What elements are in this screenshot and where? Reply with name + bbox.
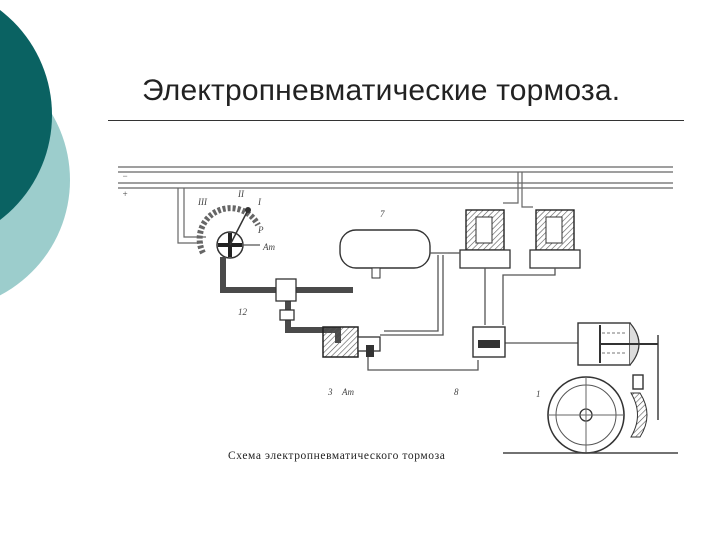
brake-valve	[529, 209, 581, 269]
valve-label-atm: Ат	[262, 242, 275, 252]
distributor-label-atm: Ат	[341, 387, 354, 397]
decorative-circles	[0, 10, 70, 296]
pipe-label-12: 12	[238, 307, 248, 317]
reservoir-label-7: 7	[380, 209, 385, 219]
pipe-tee	[275, 278, 297, 321]
diagram-caption: Схема электропневматического тормоза	[228, 450, 446, 462]
wire-label-minus: −	[122, 171, 128, 181]
wheel	[547, 376, 648, 454]
brake-rigging	[632, 335, 659, 420]
relay-valve	[472, 326, 506, 358]
dark-teal-circle	[0, 10, 52, 220]
valve-label-i: I	[257, 197, 262, 207]
control-wires	[118, 166, 673, 244]
brake-schematic: − + III II I Р Ат 12 7 3 Ат	[118, 166, 678, 454]
drivers-brake-valve	[196, 205, 261, 259]
valve-label-r: Р	[257, 225, 264, 235]
distributor-label-3: 3	[327, 387, 333, 397]
slide-title: Электропневматические тормоза.	[142, 74, 621, 107]
valve-label-iii: III	[197, 197, 208, 207]
rigging-label-1: 1	[536, 389, 541, 399]
air-reservoir	[339, 229, 448, 279]
air-lines	[367, 252, 578, 371]
relay-label-8: 8	[454, 387, 459, 397]
air-distributor	[322, 326, 381, 358]
title-divider	[108, 120, 684, 121]
wire-label-plus: +	[122, 189, 128, 199]
valve-label-ii: II	[237, 189, 245, 199]
release-valve	[459, 209, 511, 269]
brake-cylinder	[577, 322, 658, 366]
